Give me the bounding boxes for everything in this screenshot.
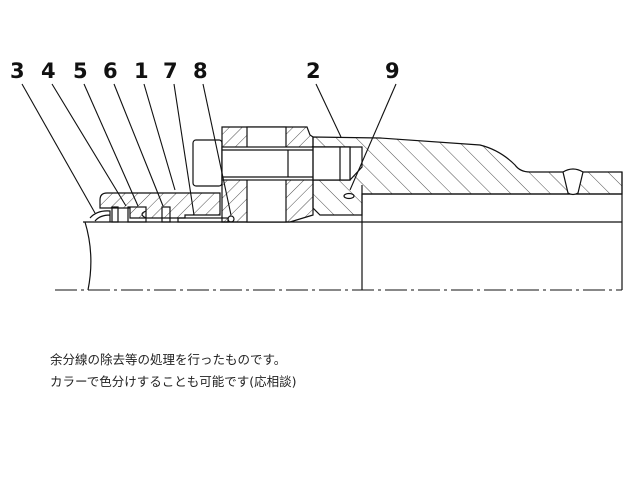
label-7: 7 — [163, 59, 178, 83]
pipe-body-part-2 — [312, 136, 623, 216]
bolt — [192, 139, 223, 187]
part-labels: 3 4 5 6 1 7 8 2 9 — [10, 59, 400, 83]
label-2: 2 — [306, 59, 321, 83]
seal-part-4 — [111, 206, 119, 223]
label-6: 6 — [103, 59, 118, 83]
seal-part-5 — [127, 206, 147, 223]
label-4: 4 — [41, 59, 56, 83]
weld-bead — [562, 168, 584, 196]
note-line-1: 余分線の除去等の処理を行ったものです。 — [50, 352, 287, 367]
label-8: 8 — [193, 59, 208, 83]
shaft-break-end — [84, 221, 92, 291]
label-5: 5 — [73, 59, 88, 83]
note-line-2: カラーで色分けすることも可能です(応相談) — [50, 374, 297, 389]
seal-part-3 — [89, 210, 111, 222]
seal-part-6 — [161, 206, 171, 223]
label-3: 3 — [10, 59, 25, 83]
gland-part-1 — [99, 192, 221, 219]
oring-part-9 — [343, 192, 355, 200]
label-1: 1 — [134, 59, 149, 83]
label-9: 9 — [385, 59, 400, 83]
